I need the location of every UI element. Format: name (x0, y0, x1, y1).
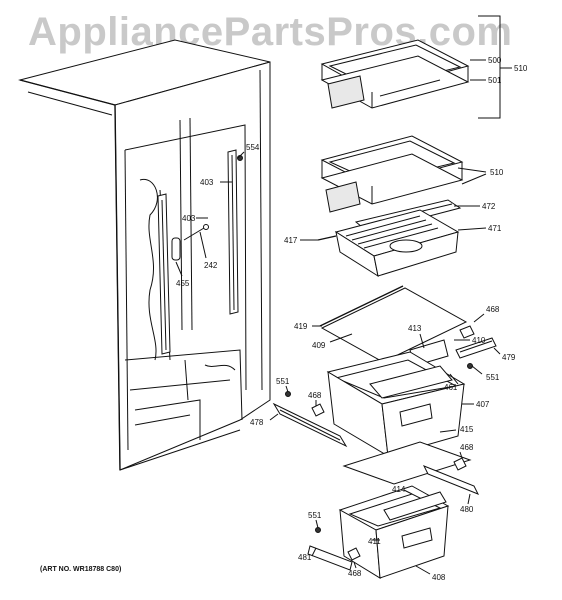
label-510-top: 510 (514, 64, 528, 73)
divider-strip-left (157, 193, 171, 355)
label-468-d: 468 (348, 569, 362, 578)
crisper-drawer-407 (326, 351, 466, 457)
label-409: 409 (312, 341, 326, 350)
label-468-a: 468 (486, 305, 500, 314)
label-510-mid: 510 (490, 168, 504, 177)
label-468-c: 468 (460, 443, 474, 452)
shelf-assembly-top (320, 39, 470, 109)
slide-right-upper (455, 325, 497, 369)
label-478: 478 (250, 418, 264, 427)
label-419: 419 (294, 322, 308, 331)
slide-right-lower (422, 457, 480, 495)
label-551-c: 551 (308, 511, 322, 520)
snack-pan-471 (317, 209, 460, 278)
label-411: 411 (368, 537, 381, 546)
label-407: 407 (476, 400, 490, 409)
slide-left-478 (272, 391, 348, 448)
label-414: 414 (392, 485, 406, 494)
label-481: 481 (298, 553, 312, 562)
label-471: 471 (488, 224, 502, 233)
glass-shelf-409 (319, 285, 468, 363)
label-461: 461 (444, 383, 458, 392)
label-554: 554 (246, 143, 260, 152)
label-472: 472 (482, 202, 496, 211)
glass-shelf-415 (342, 441, 472, 485)
label-501: 501 (488, 76, 502, 85)
label-408: 408 (432, 573, 446, 582)
shelf-assembly-middle (320, 135, 464, 213)
slide-left-481 (307, 527, 361, 571)
cabinet-rail-right (227, 149, 243, 315)
leader-lines (175, 15, 512, 575)
label-455: 455 (176, 279, 190, 288)
label-413: 413 (408, 324, 422, 333)
label-410: 410 (472, 336, 486, 345)
crisper-drawer-408 (338, 485, 450, 579)
label-403-lower: 403 (182, 214, 196, 223)
part-number-labels: 500 501 510 510 554 403 403 472 417 471 … (176, 56, 528, 582)
label-500: 500 (488, 56, 502, 65)
part-455-bracket (171, 224, 209, 261)
label-551-a: 551 (486, 373, 500, 382)
label-468-b: 468 (308, 391, 322, 400)
label-479: 479 (502, 353, 516, 362)
label-242: 242 (204, 261, 218, 270)
label-480: 480 (460, 505, 474, 514)
label-551-b: 551 (276, 377, 290, 386)
label-417: 417 (284, 236, 298, 245)
label-415: 415 (460, 425, 474, 434)
label-403-upper: 403 (200, 178, 214, 187)
art-number: (ART NO. WR18788 C80) (40, 566, 122, 573)
